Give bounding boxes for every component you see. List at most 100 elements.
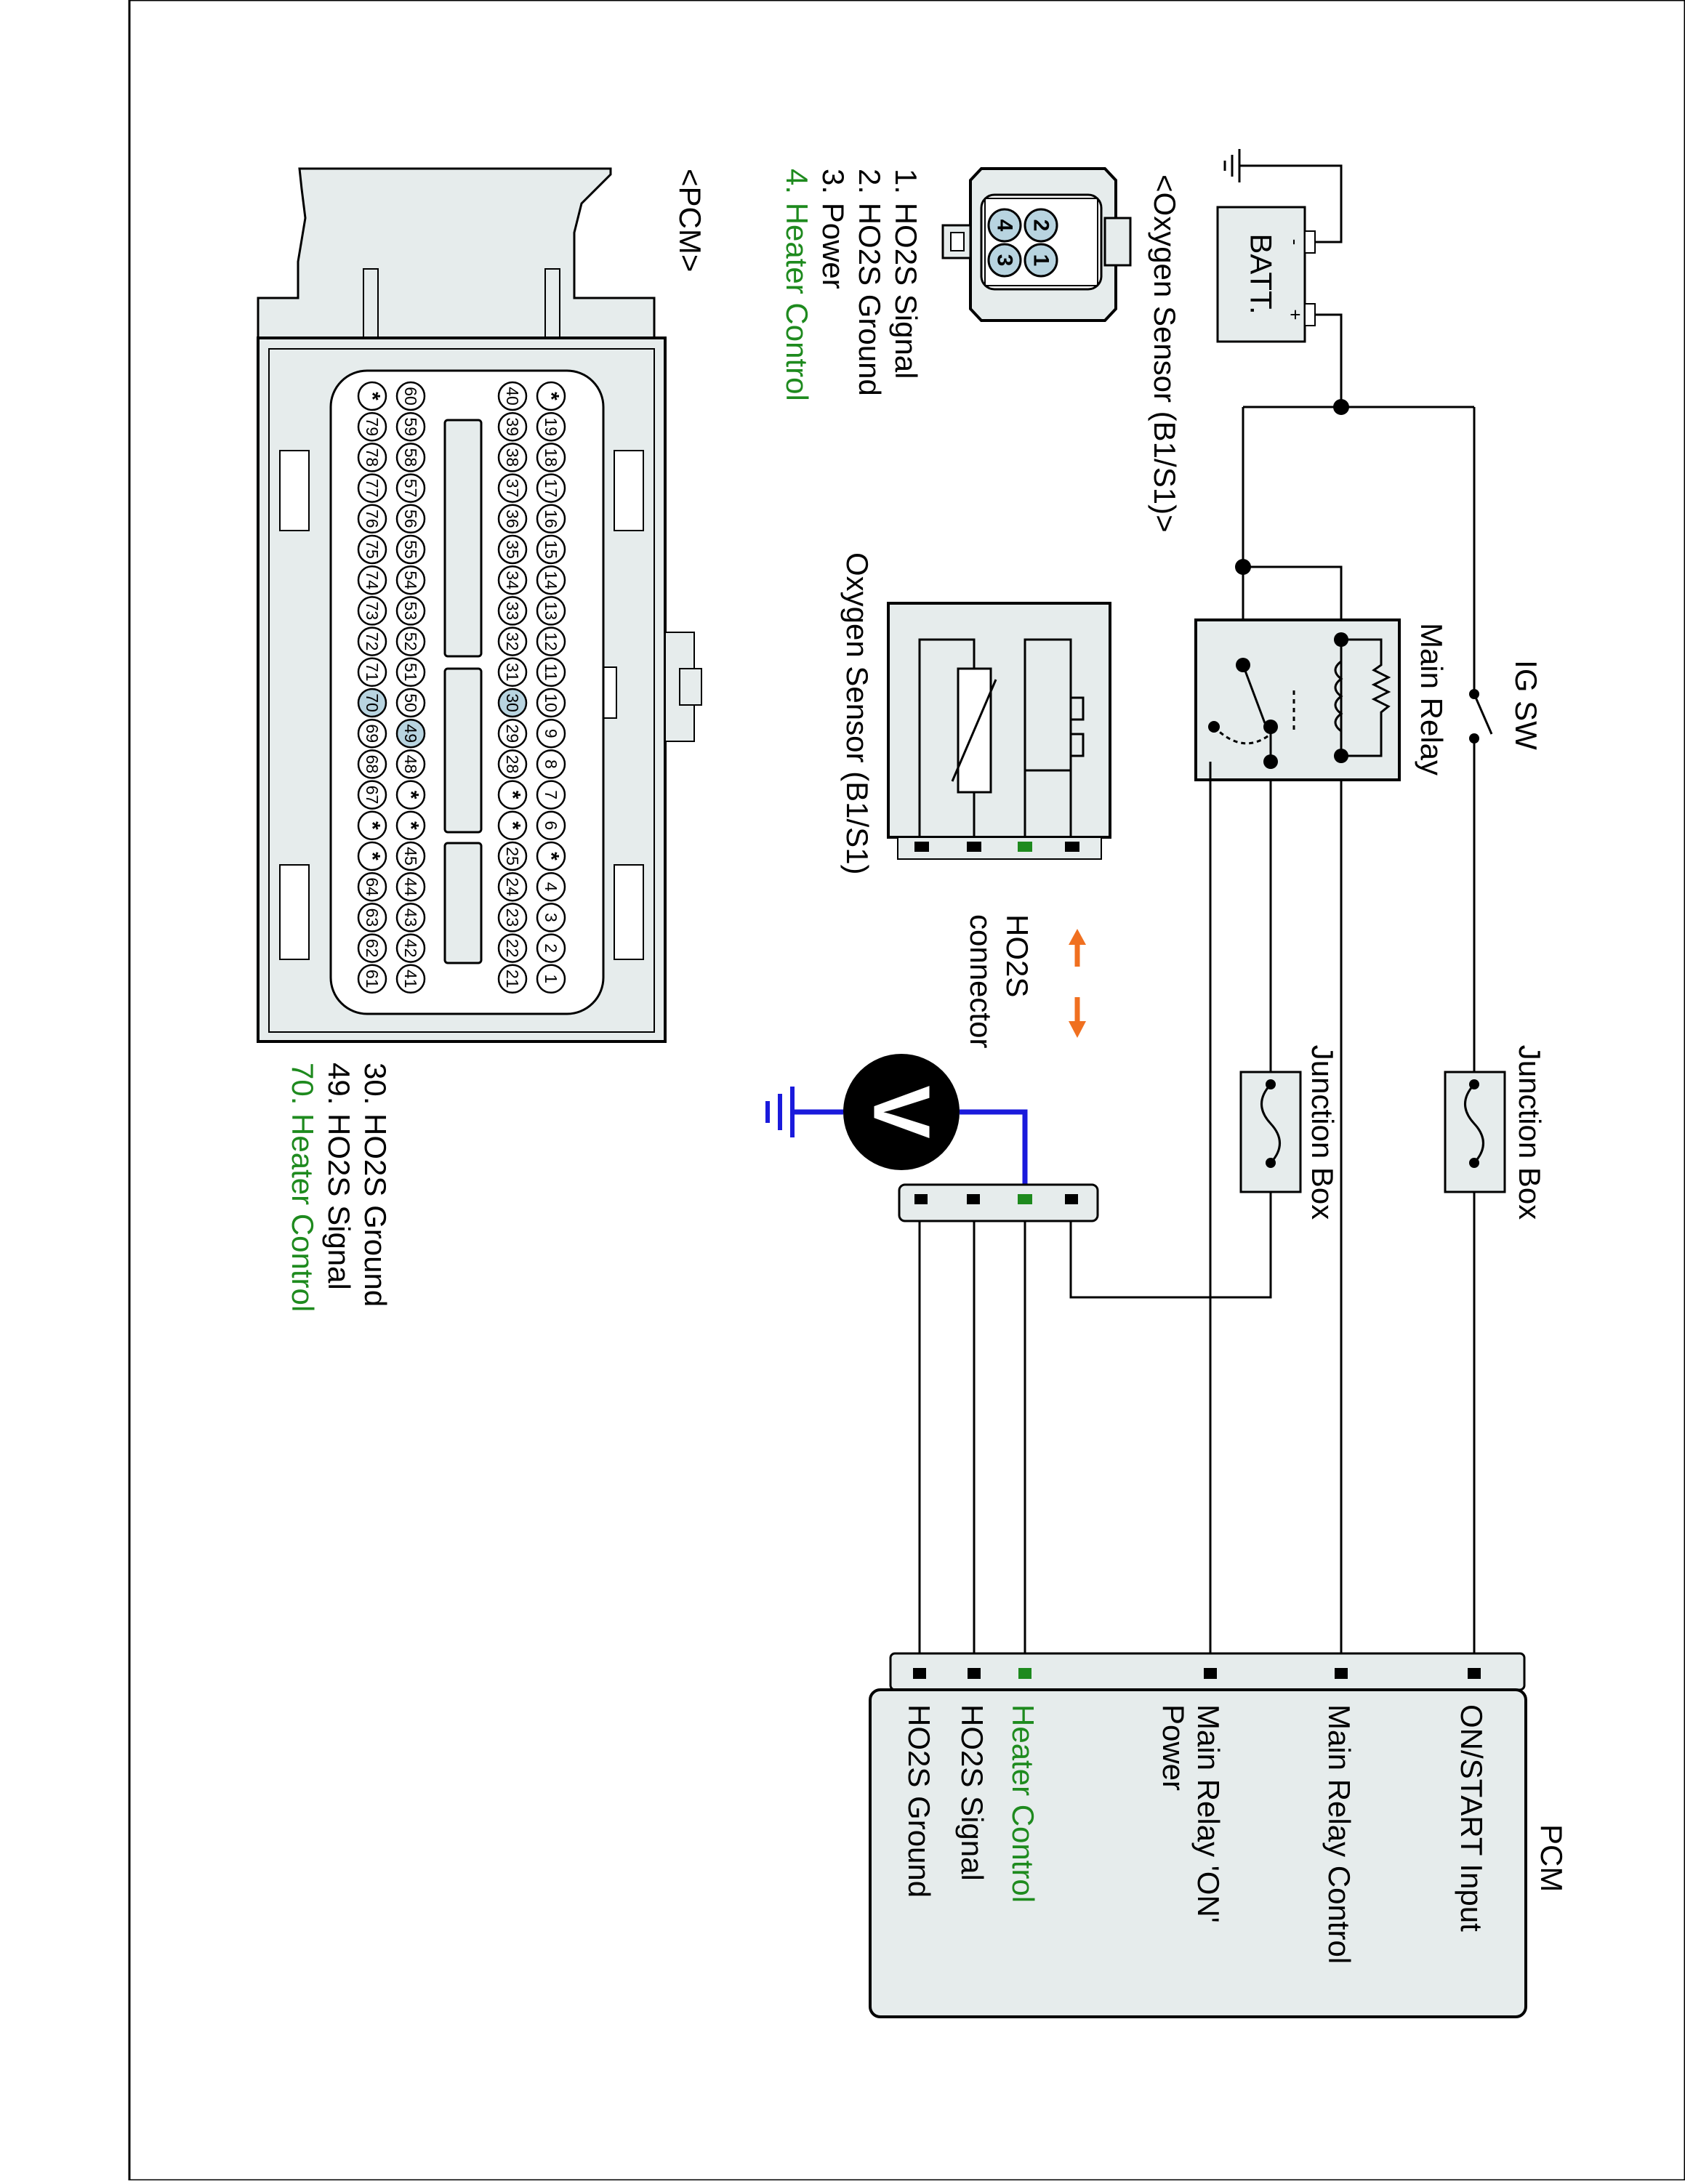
pcm-pin-label: 48 bbox=[401, 755, 420, 774]
pcm-pin-label: 18 bbox=[542, 448, 560, 467]
pcm-pin bbox=[357, 688, 387, 718]
o2-connector-legend: 1. HO2S Signal 2. HO2S Ground 3. Power 4… bbox=[780, 169, 923, 401]
pcm-pin-label: 37 bbox=[503, 479, 522, 498]
pcm-pin bbox=[536, 504, 566, 534]
junction-box-2: Junction Box bbox=[1239, 1045, 1340, 1220]
pcm-pin bbox=[497, 657, 528, 688]
pcm-pin bbox=[536, 565, 566, 595]
o2-pin-label: 2 bbox=[1029, 219, 1053, 232]
pcm-pin bbox=[536, 871, 566, 902]
battery-terminal-pos bbox=[1304, 303, 1316, 326]
o2-legend-item-highlight: 4. Heater Control bbox=[780, 169, 814, 401]
pcm-pin bbox=[357, 411, 387, 442]
pcm-pin-label: 58 bbox=[401, 448, 420, 467]
pcm-pin-label: 79 bbox=[363, 417, 382, 436]
pcm-pin-label: 29 bbox=[503, 724, 522, 743]
junction-dots bbox=[1235, 399, 1349, 575]
pcm-pin-label: 32 bbox=[503, 632, 522, 651]
pcm-box-title: PCM bbox=[1535, 1824, 1569, 1892]
pcm-pin bbox=[395, 534, 426, 565]
pcm-pin-label: 2 bbox=[542, 943, 560, 953]
pcm-pin-label: * bbox=[399, 821, 423, 830]
fuse-icon bbox=[1464, 1083, 1484, 1164]
voltmeter: V bbox=[765, 1054, 960, 1170]
pcm-pin-label: * bbox=[539, 392, 563, 400]
o2-legend-item: 1. HO2S Signal bbox=[889, 169, 923, 379]
pcm-pin bbox=[357, 626, 387, 656]
pcm-pin bbox=[395, 596, 426, 626]
pcm-pins: *191817161514131211109876*43214039383736… bbox=[357, 381, 566, 994]
pcm-legend-item-highlight: 70. Heater Control bbox=[286, 1063, 320, 1312]
pcm-pin-label: 53 bbox=[401, 602, 420, 621]
relay-coil-feed bbox=[1242, 407, 1343, 640]
pcm-pin-label: * bbox=[361, 821, 385, 830]
pcm-pin-label: 10 bbox=[542, 693, 560, 712]
jbox-to-ho2s-power bbox=[1069, 1192, 1272, 1299]
meter-lead-wire bbox=[960, 1109, 1028, 1199]
pcm-pin bbox=[357, 871, 387, 902]
pcm-pin bbox=[395, 626, 426, 656]
pcm-connector-latch bbox=[257, 167, 656, 339]
pcm-pin-label: 16 bbox=[542, 509, 560, 528]
pcm-pin bbox=[497, 381, 528, 411]
pcm-pin-label: 24 bbox=[503, 877, 522, 896]
double-arrow-icon bbox=[1069, 929, 1086, 1038]
pcm-pin-label: 71 bbox=[363, 663, 382, 682]
pcm-pin-label: 57 bbox=[401, 479, 420, 498]
pcm-pin bbox=[497, 780, 528, 810]
pcm-pin-label: 19 bbox=[542, 417, 560, 436]
pcm-pin bbox=[536, 780, 566, 810]
pcm-pin bbox=[536, 626, 566, 656]
o2-sensor-component-label: Oxygen Sensor (B1/S1) bbox=[840, 552, 874, 875]
pcm-module: PCM ON/START Input Main Relay Control Ma… bbox=[869, 1652, 1569, 2018]
batt-neg-wire bbox=[1239, 164, 1343, 243]
pcm-pin-label: 12 bbox=[542, 632, 560, 651]
pcm-pin-label: 23 bbox=[503, 908, 522, 927]
pcm-pin-label: Main Relay 'ON' bbox=[1191, 1704, 1226, 1923]
pcm-pin-label: 63 bbox=[363, 908, 382, 927]
voltmeter-symbol: V bbox=[857, 1085, 946, 1138]
junction-box-1-label: Junction Box bbox=[1513, 1045, 1547, 1220]
pcm-pin-label: * bbox=[361, 852, 385, 861]
ho2s-connector-callout: HO2S connector bbox=[964, 914, 1086, 1048]
pcm-pin-label: 14 bbox=[542, 571, 560, 589]
pcm-pin-label: HO2S Ground bbox=[902, 1704, 936, 1898]
pcm-pin bbox=[536, 688, 566, 718]
ig-sw-label: IG SW bbox=[1509, 660, 1543, 750]
pcm-pin-label: 61 bbox=[363, 970, 382, 988]
pcm-pin-label: 76 bbox=[363, 509, 382, 528]
pcm-pin-label: 60 bbox=[401, 387, 420, 406]
pcm-pin bbox=[357, 903, 387, 932]
pcm-pin bbox=[357, 933, 387, 963]
pcm-pin-label: 44 bbox=[401, 877, 420, 896]
pcm-pin bbox=[357, 780, 387, 810]
pcm-pin bbox=[395, 411, 426, 442]
pcm-pin-label: 69 bbox=[363, 724, 382, 743]
junction-box-1: Junction Box bbox=[1444, 1045, 1547, 1220]
battery: BATT. - + bbox=[1216, 206, 1316, 343]
pcm-pin bbox=[536, 596, 566, 626]
o2-connector-pins: 2 1 4 3 bbox=[987, 208, 1058, 278]
pcm-pin bbox=[395, 933, 426, 963]
pcm-pin bbox=[395, 443, 426, 472]
wires bbox=[792, 164, 1476, 1672]
pcm-pin bbox=[395, 504, 426, 534]
pcm-pin-label: 34 bbox=[503, 571, 522, 589]
pcm-pin bbox=[497, 810, 528, 841]
pcm-pin-label: 42 bbox=[401, 939, 420, 958]
pcm-pin bbox=[395, 903, 426, 932]
pcm-pin-label: 8 bbox=[542, 759, 560, 769]
pcm-pin-label: 15 bbox=[542, 540, 560, 559]
pcm-pin-label: 7 bbox=[542, 790, 560, 799]
o2-legend-item: 2. HO2S Ground bbox=[853, 169, 887, 396]
pcm-pin bbox=[395, 565, 426, 595]
pcm-pin bbox=[536, 381, 566, 411]
pcm-pin bbox=[536, 903, 566, 932]
pcm-pin-label: 72 bbox=[363, 632, 382, 651]
pcm-pin bbox=[357, 964, 387, 994]
pcm-pin-label: 30 bbox=[503, 693, 522, 712]
o2-sensor-component: Oxygen Sensor (B1/S1) bbox=[840, 552, 1111, 875]
pcm-pin bbox=[357, 841, 387, 871]
pcm-pin bbox=[536, 810, 566, 841]
